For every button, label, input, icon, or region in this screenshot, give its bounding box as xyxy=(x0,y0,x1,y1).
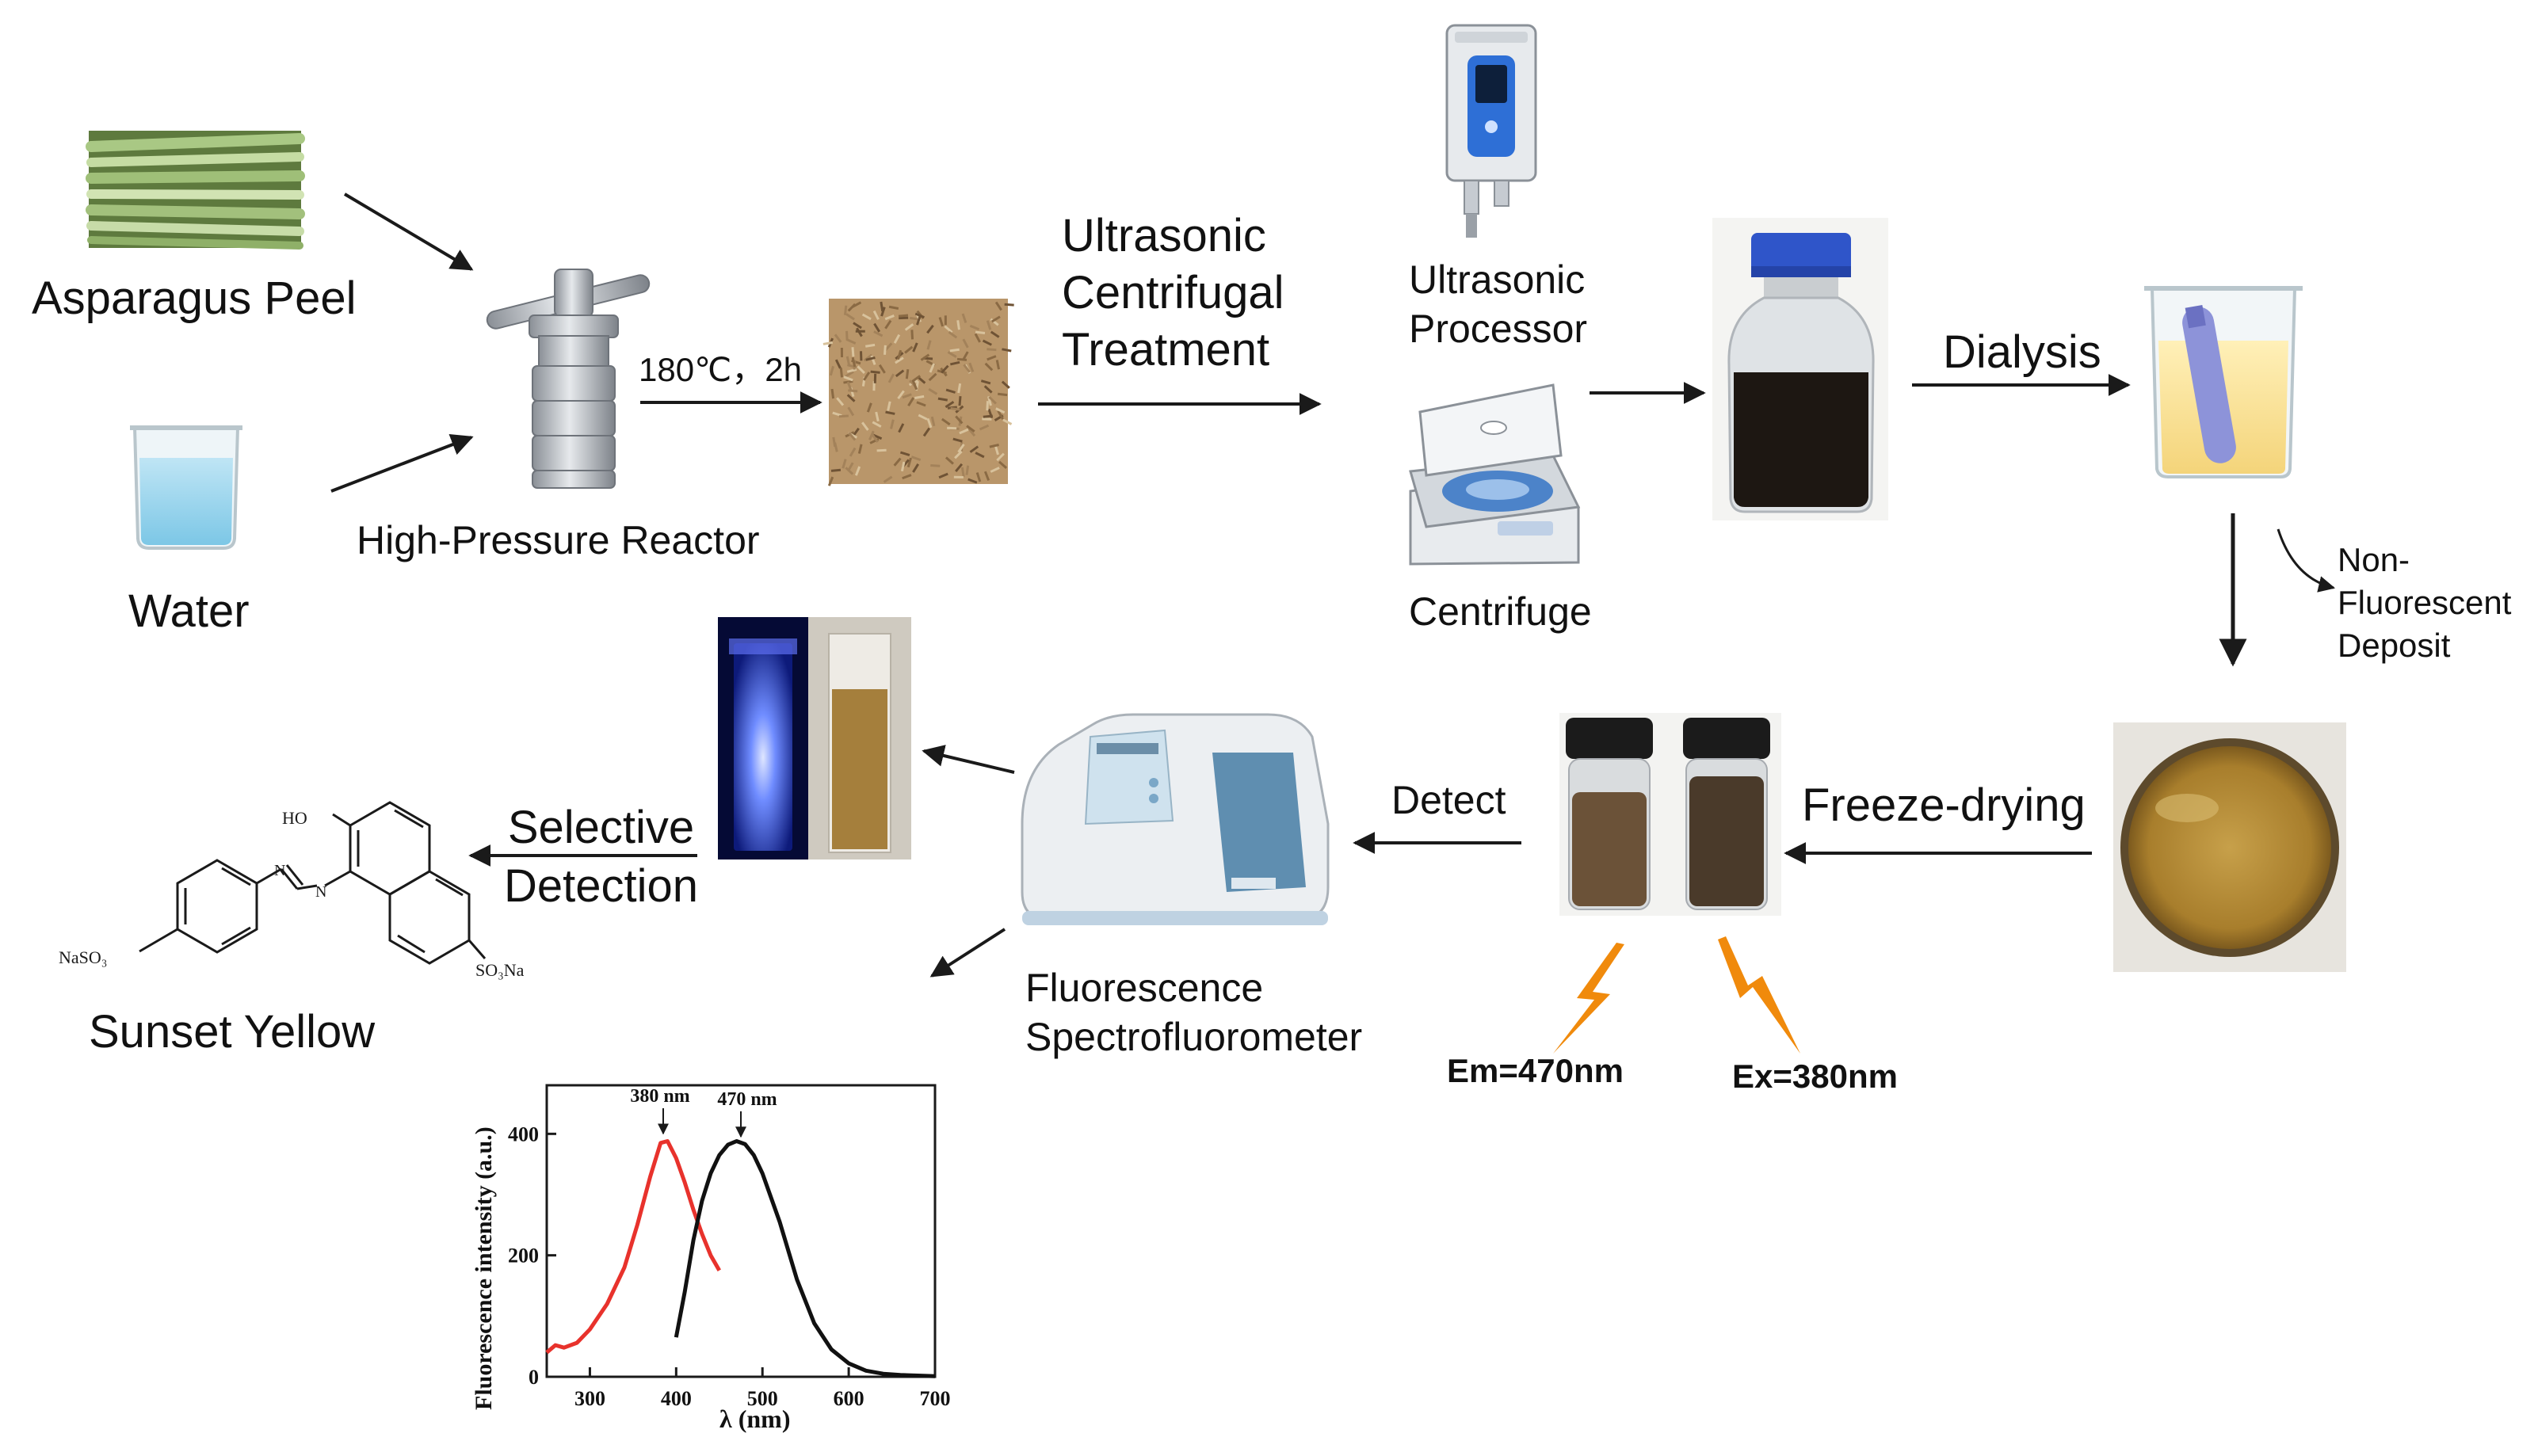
arrow-to-cuvette xyxy=(924,751,1014,772)
residue-speck xyxy=(983,416,993,417)
treatment-line-1: Ultrasonic xyxy=(1062,208,1284,265)
emission-lightning-icon xyxy=(1553,943,1624,1054)
processor-line-1: Ultrasonic xyxy=(1409,255,1587,304)
selective-line-1: Selective xyxy=(504,799,698,857)
sunset-yellow-label: Sunset Yellow xyxy=(89,1004,375,1060)
dialysis-label: Dialysis xyxy=(1943,325,2101,380)
peak-annotation-label: 380 nm xyxy=(630,1086,689,1107)
residue-speck xyxy=(831,470,841,471)
residue-speck xyxy=(947,428,956,429)
dialysis-beaker-icon xyxy=(2144,288,2303,477)
deposit-line-2: Fluorescent xyxy=(2338,581,2511,624)
arrow-to-spectrum xyxy=(932,929,1005,976)
ultrasonic-processor-label: Ultrasonic Processor xyxy=(1409,255,1587,353)
residue-speck xyxy=(839,416,849,417)
residue-speck xyxy=(975,332,985,333)
spectrofluorometer-icon xyxy=(1022,715,1328,925)
ultrasonic-processor-icon xyxy=(1447,25,1536,238)
peak-annotation-label: 470 nm xyxy=(717,1089,777,1110)
sunset-yellow-structure xyxy=(139,802,485,963)
residue-speck xyxy=(967,466,968,475)
asparagus-peel-label: Asparagus Peel xyxy=(32,271,356,326)
residue-speck xyxy=(987,349,996,350)
residue-speck xyxy=(987,401,988,410)
reactor-label: High-Pressure Reactor xyxy=(357,516,760,564)
deposit-line-1: Non- xyxy=(2338,539,2511,581)
detect-label: Detect xyxy=(1391,776,1506,824)
reaction-product-photo xyxy=(823,299,1014,486)
residue-speck xyxy=(881,302,883,311)
emission-wavelength-label: Em=470nm xyxy=(1447,1051,1624,1091)
chart-ylabel: Fluorescence intensity (a.u.) xyxy=(471,1126,497,1410)
spectro-line-1: Fluorescence xyxy=(1025,963,1362,1012)
spectro-line-2: Spectrofluorometer xyxy=(1025,1012,1362,1062)
residue-speck xyxy=(914,396,924,398)
treatment-line-3: Treatment xyxy=(1062,322,1284,379)
structure-so3na-label: SO₃Na xyxy=(475,960,525,980)
residue-speck xyxy=(930,465,940,466)
centrifuge-label: Centrifuge xyxy=(1409,588,1592,635)
residue-speck xyxy=(899,315,908,316)
structure-azo-n2: N xyxy=(315,883,326,901)
processor-line-2: Processor xyxy=(1409,304,1587,353)
arrow-peel-to-reactor xyxy=(345,194,471,269)
freeze-drying-label: Freeze-drying xyxy=(1802,778,2086,833)
cuvette-fluorescence-photo xyxy=(718,617,911,859)
residue-speck xyxy=(832,389,834,398)
chart-xlabel: λ (nm) xyxy=(719,1405,790,1433)
treatment-line-2: Centrifugal xyxy=(1062,265,1284,322)
non-fluorescent-deposit-label: Non- Fluorescent Deposit xyxy=(2338,539,2511,667)
high-pressure-reactor-icon xyxy=(485,269,651,488)
structure-ho-label: HO xyxy=(282,808,307,828)
y-tick-label: 400 xyxy=(508,1122,539,1145)
structure-naso3-label: NaSO₃ xyxy=(59,947,107,967)
ultrasonic-centrifugal-treatment-label: Ultrasonic Centrifugal Treatment xyxy=(1062,208,1284,379)
residue-speck xyxy=(951,408,960,410)
x-tick-label: 600 xyxy=(834,1387,864,1410)
residue-speck xyxy=(1005,304,1014,305)
residue-speck xyxy=(841,368,842,377)
x-tick-label: 300 xyxy=(574,1387,605,1410)
x-tick-label: 700 xyxy=(920,1387,951,1410)
residue-speck xyxy=(877,450,887,451)
arrow-water-to-reactor xyxy=(331,437,471,491)
asparagus-peel-photo xyxy=(89,131,301,248)
water-beaker-icon xyxy=(130,428,242,548)
residue-speck xyxy=(912,330,913,339)
arrow-to-deposit xyxy=(2278,529,2334,588)
y-tick-label: 0 xyxy=(529,1366,539,1389)
residue-speck xyxy=(962,467,964,477)
residue-speck xyxy=(957,359,967,360)
selective-detection-label: Selective Detection xyxy=(504,799,698,916)
residue-speck xyxy=(938,398,948,400)
freeze-dried-powder-photo xyxy=(1559,713,1781,916)
residue-speck xyxy=(885,345,886,355)
residue-speck xyxy=(959,383,960,393)
residue-speck xyxy=(823,342,833,344)
x-tick-label: 400 xyxy=(661,1387,692,1410)
residue-speck xyxy=(906,369,908,379)
excitation-wavelength-label: Ex=380nm xyxy=(1732,1057,1898,1096)
residue-speck xyxy=(1002,349,1011,351)
deposit-line-3: Deposit xyxy=(2338,624,2511,667)
dialyzed-solution-dish-photo xyxy=(2113,722,2346,972)
centrifuge-icon xyxy=(1410,385,1578,564)
residue-speck xyxy=(958,320,960,330)
residue-speck xyxy=(950,349,960,351)
excitation-lightning-icon xyxy=(1718,936,1800,1054)
spectrofluorometer-label: Fluorescence Spectrofluorometer xyxy=(1025,963,1362,1062)
y-tick-label: 200 xyxy=(508,1244,539,1267)
water-label: Water xyxy=(128,584,250,639)
selective-line-2: Detection xyxy=(504,857,698,916)
reaction-condition: 180℃，2h xyxy=(639,350,802,390)
structure-azo-n1: N xyxy=(274,862,285,879)
carbon-dot-solution-bottle-photo xyxy=(1712,218,1888,520)
residue-speck xyxy=(865,345,875,346)
